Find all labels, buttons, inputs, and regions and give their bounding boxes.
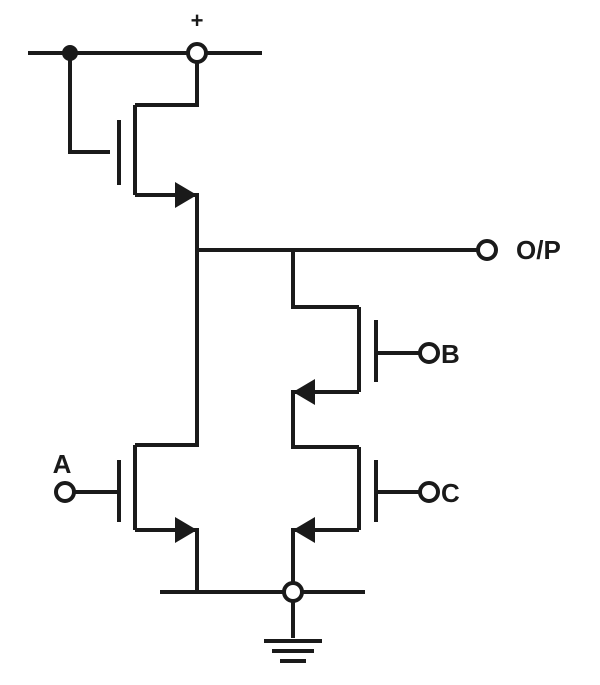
load-drain-wire [135, 60, 199, 107]
input-b-label: B [441, 339, 460, 369]
c-source-wire [291, 528, 359, 582]
nodes [54, 42, 498, 603]
load-source-wire [135, 193, 199, 250]
wires [28, 51, 478, 663]
output-label: O/P [516, 235, 561, 265]
input-c-label: C [441, 478, 460, 508]
supply-label: + [191, 8, 204, 33]
junction-dot [62, 45, 78, 61]
labels: + O/P A B C [53, 8, 561, 508]
a-source-arrow [175, 517, 197, 543]
b-source-wire [291, 390, 359, 449]
input-a-terminal [54, 481, 76, 503]
input-a-label: A [53, 449, 72, 479]
c-source-arrow [293, 517, 315, 543]
input-b-terminal [418, 342, 440, 364]
arrows [175, 182, 315, 543]
ground-node-terminal [282, 581, 304, 603]
load-source-arrow [175, 182, 197, 208]
node-to-a-drain [135, 250, 199, 447]
input-c-terminal [418, 481, 440, 503]
node-to-b-drain [291, 250, 359, 309]
output-terminal [476, 239, 498, 261]
b-source-arrow [293, 379, 315, 405]
load-gate-wire [68, 53, 110, 154]
supply-terminal [186, 42, 208, 64]
a-source-wire [135, 528, 199, 592]
